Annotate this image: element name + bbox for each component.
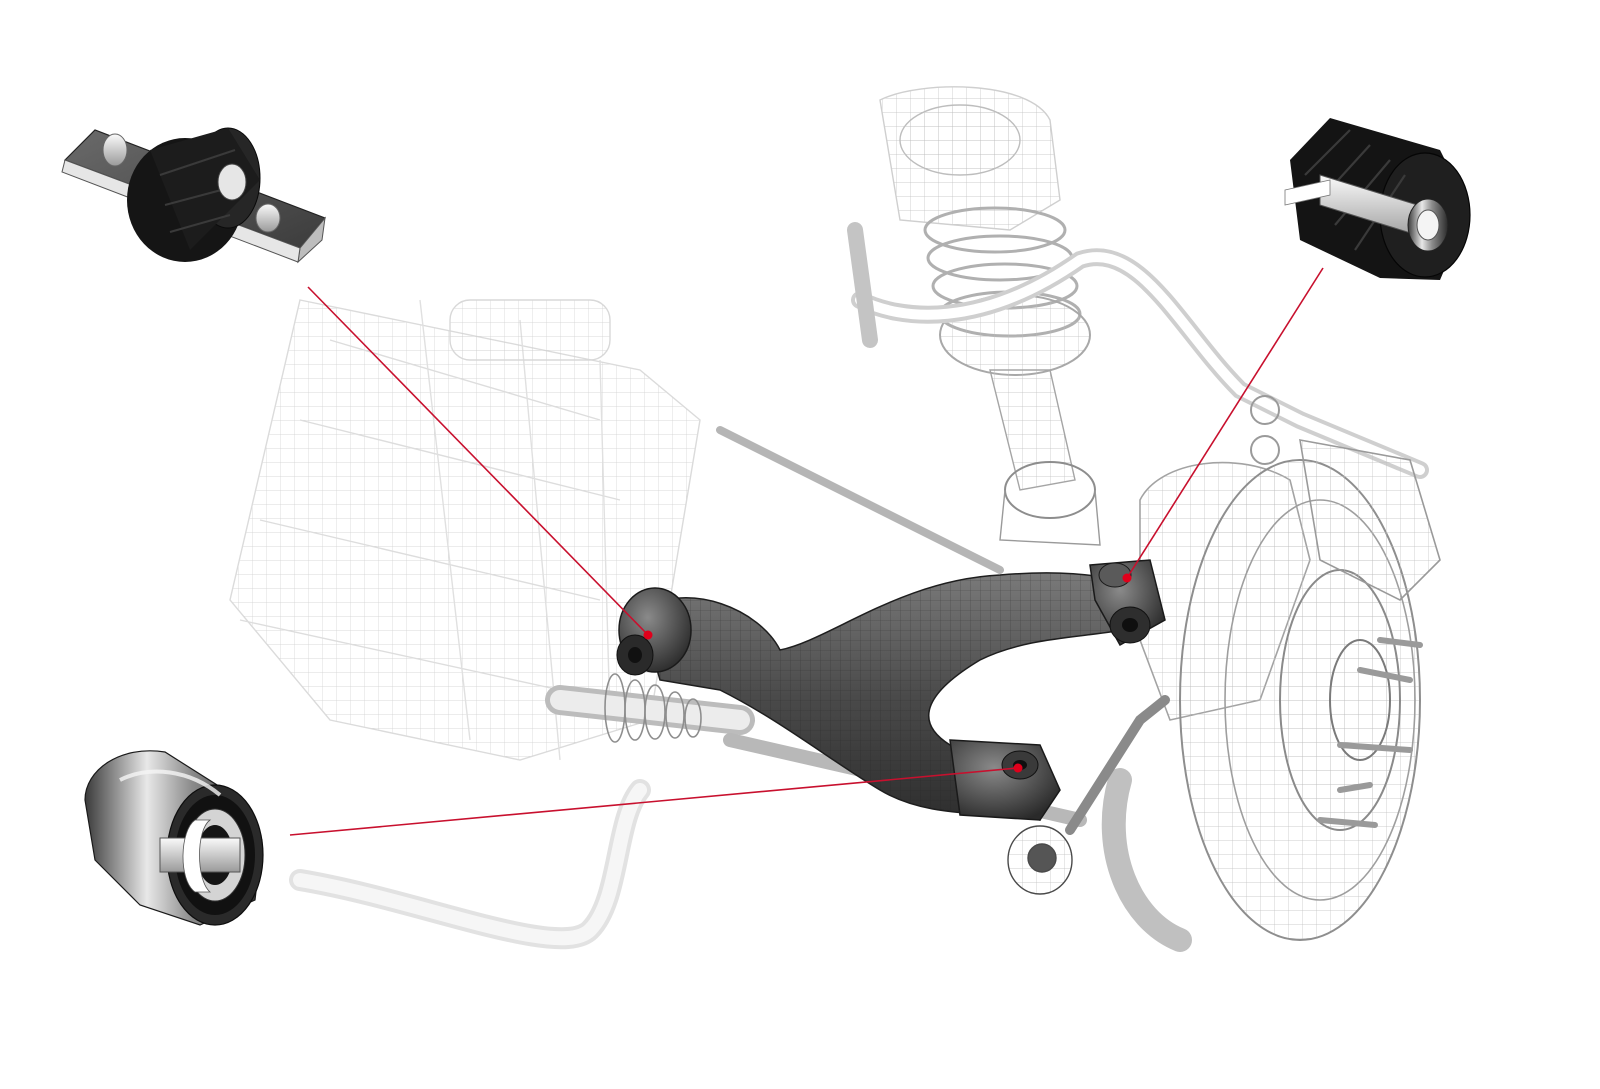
- anchor-dot-rear-bushing: [1013, 763, 1023, 773]
- subframe: [229, 299, 701, 761]
- leader-line-top-right: [1126, 267, 1324, 579]
- anchor-dot-outer-bushing: [1122, 573, 1132, 583]
- lower-control-arm: [616, 559, 1170, 895]
- leader-lines: [289, 267, 1324, 836]
- control-arm-rear-bushing: [949, 739, 1061, 821]
- leader-line-bottom-left: [289, 767, 1019, 836]
- flanged-bushing-with-mounting-plate-icon: [61, 127, 326, 264]
- strut-assembly: [879, 86, 1101, 546]
- control-arm-front-bushing: [616, 587, 692, 676]
- leader-line-top-left: [307, 286, 649, 636]
- drive-shaft: [545, 673, 755, 743]
- brake-disc-hub: [1179, 439, 1441, 941]
- front-suspension-wireframe-icon: [229, 86, 1441, 952]
- control-arm-outer-bushing: [1089, 559, 1166, 647]
- cylindrical-metal-bushing-icon: [84, 750, 264, 926]
- anchor-dot-front-bushing: [643, 630, 653, 640]
- lower-ball-joint: [1007, 695, 1170, 895]
- tie-rod: [716, 426, 1004, 574]
- split-rubber-bushing-icon: [1284, 118, 1471, 280]
- anchor-dots: [643, 573, 1132, 773]
